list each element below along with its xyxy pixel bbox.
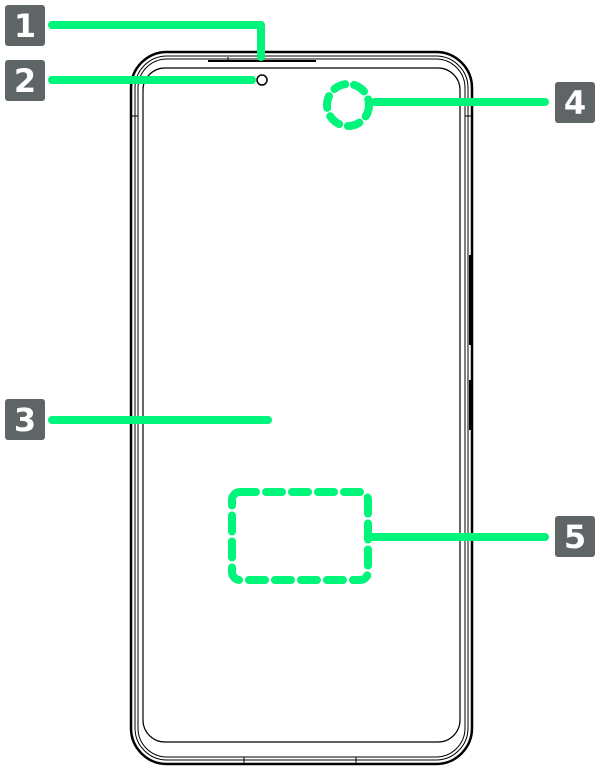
screen-outline [142, 67, 461, 743]
callout-line-1 [48, 21, 265, 61]
callout-badge-3: 3 [5, 399, 45, 440]
phone-frame-inner-2 [137, 58, 466, 758]
callout-badge-1: 1 [5, 5, 45, 46]
front-camera [256, 74, 268, 86]
phone-frame-inner-1 [134, 55, 469, 761]
callout-badge-4: 4 [555, 82, 595, 123]
fingerprint-sensor-area-marker [228, 488, 372, 584]
sensor-area-marker [323, 80, 373, 130]
callout-badge-5: 5 [555, 516, 595, 557]
phone-body-outline [129, 50, 474, 766]
callout-badge-2: 2 [5, 60, 45, 101]
